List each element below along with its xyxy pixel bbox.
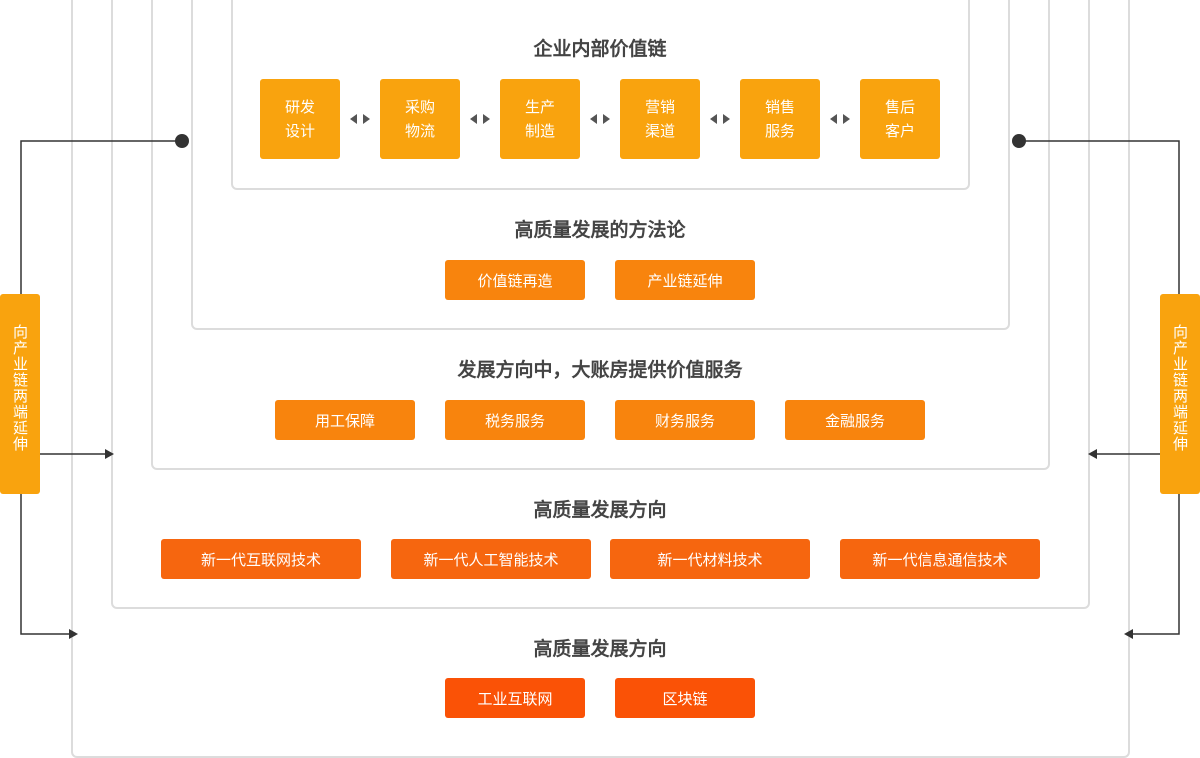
left-extension-label: 向产业链两端延伸 xyxy=(0,294,40,494)
service-item: 金融服务 xyxy=(785,400,925,440)
methodology-item: 产业链延伸 xyxy=(615,260,755,300)
industry-direction-title: 高质量发展方向 xyxy=(533,638,667,660)
service-item: 税务服务 xyxy=(445,400,585,440)
tech-item: 新一代材料技术 xyxy=(610,539,810,579)
tech-item: 新一代互联网技术 xyxy=(161,539,361,579)
value-chain-step: 销售服务 xyxy=(740,79,820,159)
outer-frame-industry xyxy=(71,0,1130,758)
right-extension-label: 向产业链两端延伸 xyxy=(1160,294,1200,494)
value-chain-step: 售后客户 xyxy=(860,79,940,159)
industry-item: 区块链 xyxy=(615,678,755,718)
value-chain-step: 研发设计 xyxy=(260,79,340,159)
left-extension-text: 向产业链两端延伸 xyxy=(11,324,29,452)
services-title: 发展方向中，大账房提供价值服务 xyxy=(457,359,743,381)
industry-item: 工业互联网 xyxy=(445,678,585,718)
value-chain-step: 生产制造 xyxy=(500,79,580,159)
service-item: 财务服务 xyxy=(615,400,755,440)
methodology-item: 价值链再造 xyxy=(445,260,585,300)
tech-item: 新一代信息通信技术 xyxy=(840,539,1040,579)
value-chain-title: 企业内部价值链 xyxy=(533,38,667,60)
tech-item: 新一代人工智能技术 xyxy=(391,539,591,579)
frame-tech-direction xyxy=(111,0,1090,609)
value-chain-step: 采购物流 xyxy=(380,79,460,159)
frame-value-chain xyxy=(231,0,970,190)
service-item: 用工保障 xyxy=(275,400,415,440)
value-chain-step: 营销渠道 xyxy=(620,79,700,159)
frame-methodology xyxy=(191,0,1010,330)
right-extension-text: 向产业链两端延伸 xyxy=(1171,324,1189,452)
tech-direction-title: 高质量发展方向 xyxy=(533,499,667,521)
methodology-title: 高质量发展的方法论 xyxy=(514,219,686,241)
